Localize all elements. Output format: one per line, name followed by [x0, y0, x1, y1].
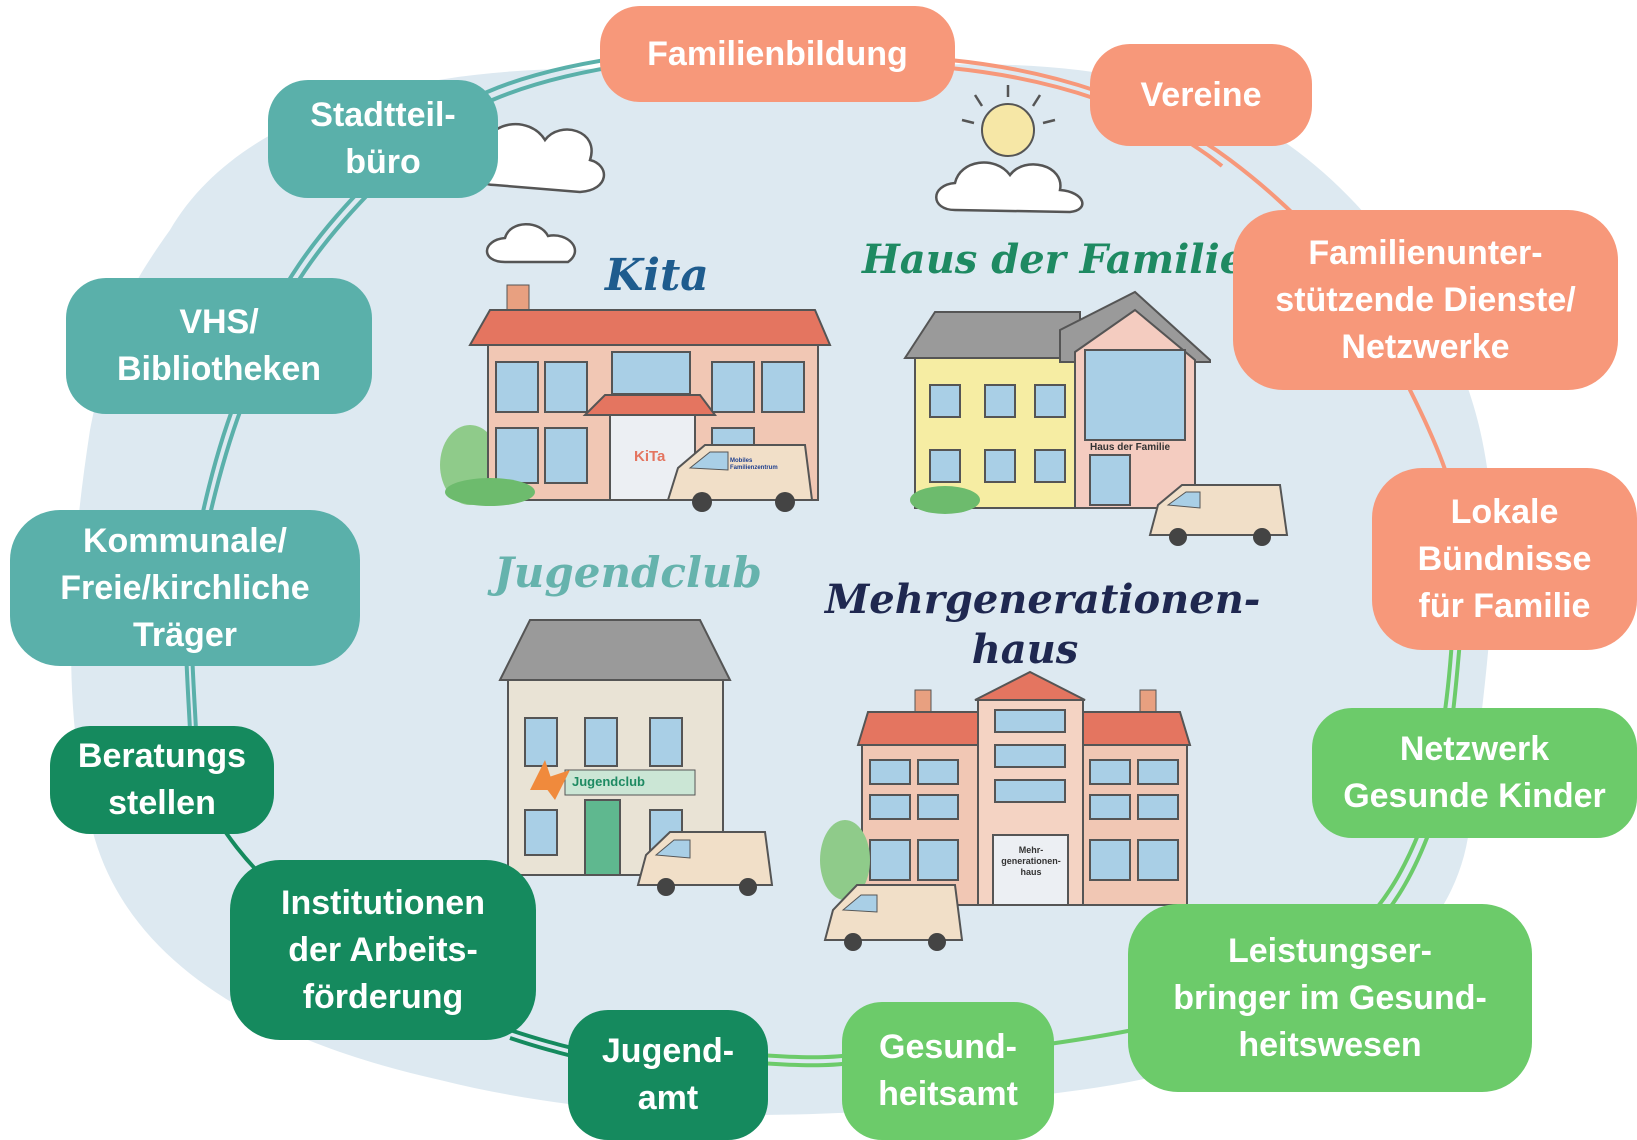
node-institutionen-arbeitsfoerderung-label: Institutionen der Arbeits- förderung: [281, 883, 485, 1016]
node-vhs-bibliotheken-label: VHS/ Bibliotheken: [116, 303, 322, 388]
node-gesundheitsamt-label: Gesund- heitsamt: [878, 1028, 1018, 1113]
van-icon-jugendclub: [636, 831, 774, 896]
node-lokale-buendnisse: Lokale Bündnisse für Familie: [1372, 468, 1637, 650]
van-icon-kita: [666, 444, 814, 512]
node-netzwerk-gesunde-kinder-label: Netzwerk Gesunde Kinder: [1343, 730, 1606, 815]
haus-der-familie-title: Haus der Familie: [862, 236, 1246, 283]
node-jugendamt-label: Jugend- amt: [601, 1032, 735, 1117]
node-lokale-buendnisse-label: Lokale Bündnisse für Familie: [1417, 492, 1592, 625]
mehrgenerationenhaus-title: Mehrgenerationen- haus: [825, 576, 1261, 673]
node-netzwerk-gesunde-kinder: Netzwerk Gesunde Kinder: [1312, 708, 1637, 838]
van-logo-text: Mobiles Familienzentrum: [730, 458, 778, 471]
jugendclub-title: Jugendclub: [494, 548, 762, 597]
jugendclub-building: [498, 619, 732, 876]
node-leistungserbringer-label: Leistungser- bringer im Gesund- heitswes…: [1173, 931, 1487, 1064]
node-traeger: Kommunale/ Freie/kirchliche Träger: [10, 510, 360, 666]
node-beratungsstellen-label: Beratungs stellen: [77, 737, 247, 822]
ring-lightgreen-4: [759, 1061, 851, 1068]
mgh-sign: Mehr- generationen- haus: [1001, 845, 1061, 877]
node-leistungserbringer: Leistungser- bringer im Gesund- heitswes…: [1128, 904, 1532, 1092]
cloud-icon-small: [485, 223, 577, 264]
kita-sign: KiTa: [634, 448, 666, 465]
node-institutionen-arbeitsfoerderung: Institutionen der Arbeits- förderung: [230, 860, 536, 1040]
node-vereine: Vereine: [1090, 44, 1312, 146]
haus-der-familie-sign: Haus der Familie: [1090, 442, 1171, 453]
node-beratungsstellen: Beratungs stellen: [50, 726, 274, 834]
node-traeger-label: Kommunale/ Freie/kirchliche Träger: [60, 521, 310, 654]
van-icon-haus: [1148, 484, 1289, 546]
van-icon-mgh: [823, 884, 964, 951]
node-familienbildung-label: Familienbildung: [647, 34, 908, 73]
mehrgenerationenhaus-building: [820, 670, 1192, 906]
node-familienbildung: Familienbildung: [600, 6, 955, 102]
node-familienunterstuetzende-dienste-label: Familienunter- stützende Dienste/ Netzwe…: [1275, 233, 1576, 366]
haus-der-familie-building: [903, 290, 1211, 514]
cloud-icon-sun: [935, 161, 1084, 214]
ring-lightgreen-3: [759, 1053, 851, 1060]
sun-icon: [961, 85, 1056, 157]
kita-building: [440, 284, 832, 506]
node-stadtteilbuero-label: Stadtteil- büro: [310, 96, 456, 181]
node-familienunterstuetzende-dienste: Familienunter- stützende Dienste/ Netzwe…: [1233, 210, 1618, 390]
node-jugendamt: Jugend- amt: [568, 1010, 768, 1140]
kita-title: Kita: [605, 250, 709, 301]
node-vereine-label: Vereine: [1140, 75, 1262, 114]
node-gesundheitsamt: Gesund- heitsamt: [842, 1002, 1054, 1140]
node-vhs-bibliotheken: VHS/ Bibliotheken: [66, 278, 372, 414]
node-stadtteilbuero: Stadtteil- büro: [268, 80, 498, 198]
jugendclub-sign: Jugendclub: [572, 774, 645, 789]
